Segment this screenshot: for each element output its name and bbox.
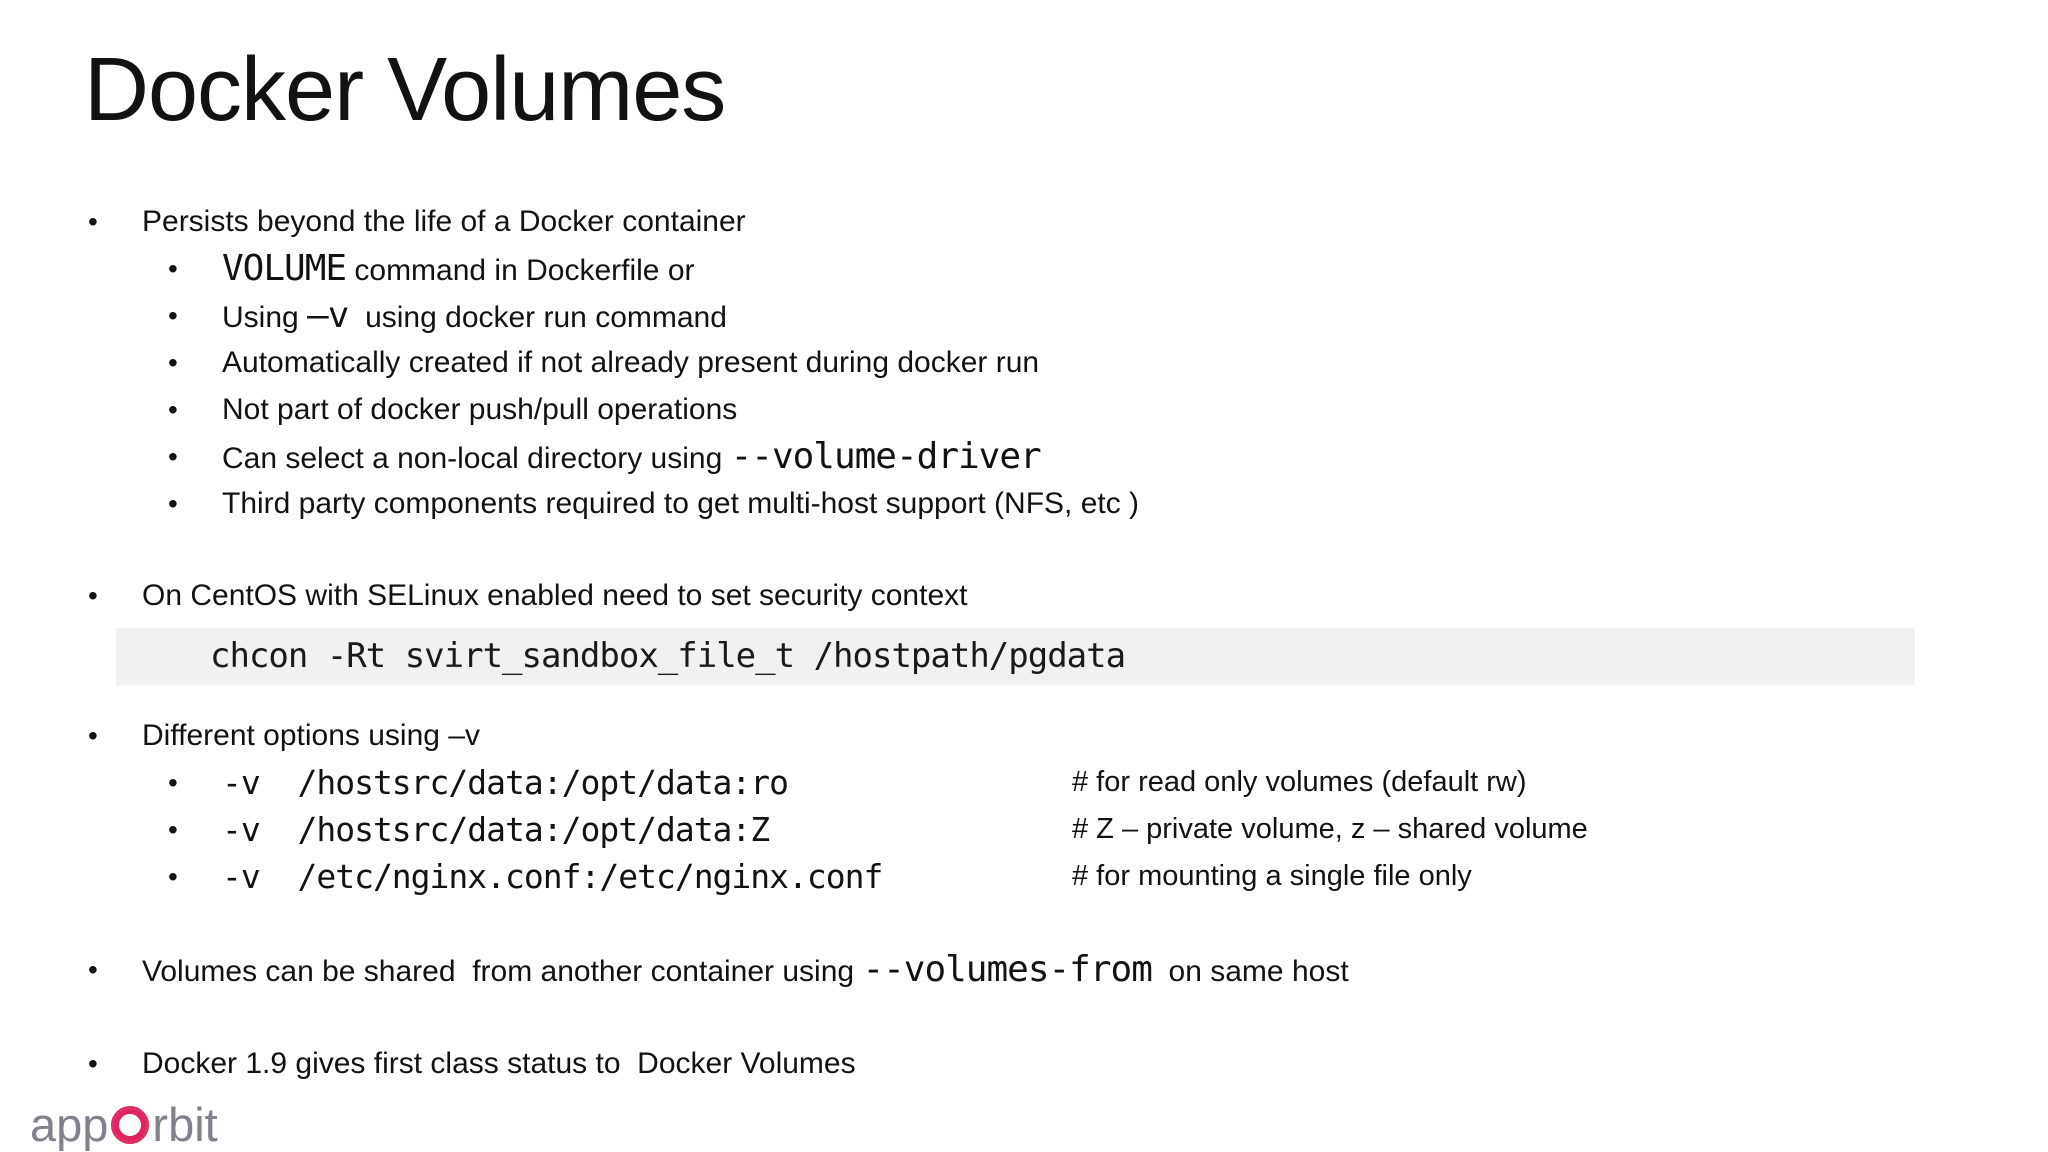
bullet-item: • Different options using –v <box>0 712 2048 759</box>
bullet-item: • Using –v using docker run command <box>0 292 2048 339</box>
bullet-text: Automatically created if not already pre… <box>222 346 1040 379</box>
apporbit-logo: app rbit <box>30 1097 218 1151</box>
bullet-dot: • <box>88 954 98 985</box>
inline-code: VOLUME <box>222 248 347 289</box>
bullet-item: • -v /hostsrc/data:/opt/data:Z # Z – pri… <box>0 806 2048 853</box>
section-options: • Different options using –v • -v /hosts… <box>0 712 2048 900</box>
bullet-item: • VOLUME command in Dockerfile or <box>0 245 2048 292</box>
text-pre: Using <box>222 301 308 334</box>
bullet-dot: • <box>168 347 178 378</box>
bullet-text: Third party components required to get m… <box>222 487 1140 520</box>
section-docker19: • Docker 1.9 gives first class status to… <box>0 1040 2048 1087</box>
bullet-dot: • <box>168 861 178 892</box>
inline-code: --volume-driver <box>730 436 1042 477</box>
bullet-item: • Can select a non-local directory using… <box>0 433 2048 480</box>
code-comment: # for read only volumes (default rw) <box>1072 766 1527 798</box>
shell-command: chcon -Rt svirt_sandbox_file_t /hostpath… <box>210 636 1126 676</box>
bullet-text: Docker 1.9 gives first class status to D… <box>142 1047 856 1080</box>
code-comment: # Z – private volume, z – shared volume <box>1072 813 1588 845</box>
bullet-item: • Not part of docker push/pull operation… <box>0 386 2048 433</box>
bullet-dot: • <box>168 394 178 425</box>
bullet-item: • -v /etc/nginx.conf:/etc/nginx.conf # f… <box>0 853 2048 900</box>
section-sharing: • Volumes can be shared from another con… <box>0 946 2048 993</box>
bullet-text: Not part of docker push/pull operations <box>222 393 738 426</box>
page-title: Docker Volumes <box>84 40 726 140</box>
bullet-dot: • <box>88 206 98 237</box>
volume-option-code: -v /hostsrc/data:/opt/data:ro <box>222 763 789 802</box>
code-comment: # for mounting a single file only <box>1072 860 1472 892</box>
bullet-text: Different options using –v <box>142 719 480 752</box>
bullet-text: -v /hostsrc/data:/opt/data:ro <box>222 759 789 808</box>
bullet-dot: • <box>88 580 98 611</box>
logo-orbit-icon <box>111 1106 150 1144</box>
bullet-dot: • <box>168 300 178 331</box>
text-pre: Volumes can be shared from another conta… <box>142 955 863 988</box>
bullet-text: Volumes can be shared from another conta… <box>142 946 1349 995</box>
bullet-text: VOLUME command in Dockerfile or <box>222 245 695 294</box>
text-pre: Can select a non-local directory using <box>222 442 731 475</box>
bullet-dot: • <box>88 1048 98 1079</box>
bullet-dot: • <box>168 767 178 798</box>
bullet-item: • Volumes can be shared from another con… <box>0 946 2048 993</box>
bullet-item: • On CentOS with SELinux enabled need to… <box>0 572 2048 619</box>
logo-text-rbit: rbit <box>152 1097 218 1151</box>
text-post: using docker run command <box>348 301 727 334</box>
bullet-dot: • <box>168 253 178 284</box>
bullet-text: Can select a non-local directory using -… <box>222 433 1042 482</box>
volume-option-code: -v /hostsrc/data:/opt/data:Z <box>222 810 770 849</box>
bullet-item: • Docker 1.9 gives first class status to… <box>0 1040 2048 1087</box>
bullet-text: Persists beyond the life of a Docker con… <box>142 205 746 238</box>
text-post: command in Dockerfile or <box>346 254 695 287</box>
bullet-text: -v /etc/nginx.conf:/etc/nginx.conf <box>222 853 883 902</box>
bullet-dot: • <box>168 488 178 519</box>
text-post: on same host <box>1151 955 1349 988</box>
logo-text-app: app <box>30 1097 109 1151</box>
bullet-item: • -v /hostsrc/data:/opt/data:ro # for re… <box>0 759 2048 806</box>
bullet-dot: • <box>88 720 98 751</box>
section-selinux: • On CentOS with SELinux enabled need to… <box>0 572 2048 619</box>
inline-code: –v <box>307 295 349 336</box>
bullet-item: • Automatically created if not already p… <box>0 339 2048 386</box>
section-persists: • Persists beyond the life of a Docker c… <box>0 198 2048 527</box>
bullet-item: • Persists beyond the life of a Docker c… <box>0 198 2048 245</box>
bullet-item: • Third party components required to get… <box>0 480 2048 527</box>
volume-option-code: -v /etc/nginx.conf:/etc/nginx.conf <box>222 857 883 896</box>
code-block: chcon -Rt svirt_sandbox_file_t /hostpath… <box>116 628 1915 685</box>
bullet-text: -v /hostsrc/data:/opt/data:Z <box>222 806 770 855</box>
bullet-text: On CentOS with SELinux enabled need to s… <box>142 579 968 612</box>
bullet-text: Using –v using docker run command <box>222 292 727 341</box>
inline-code: --volumes-from <box>862 949 1152 990</box>
bullet-dot: • <box>168 814 178 845</box>
bullet-dot: • <box>168 441 178 472</box>
